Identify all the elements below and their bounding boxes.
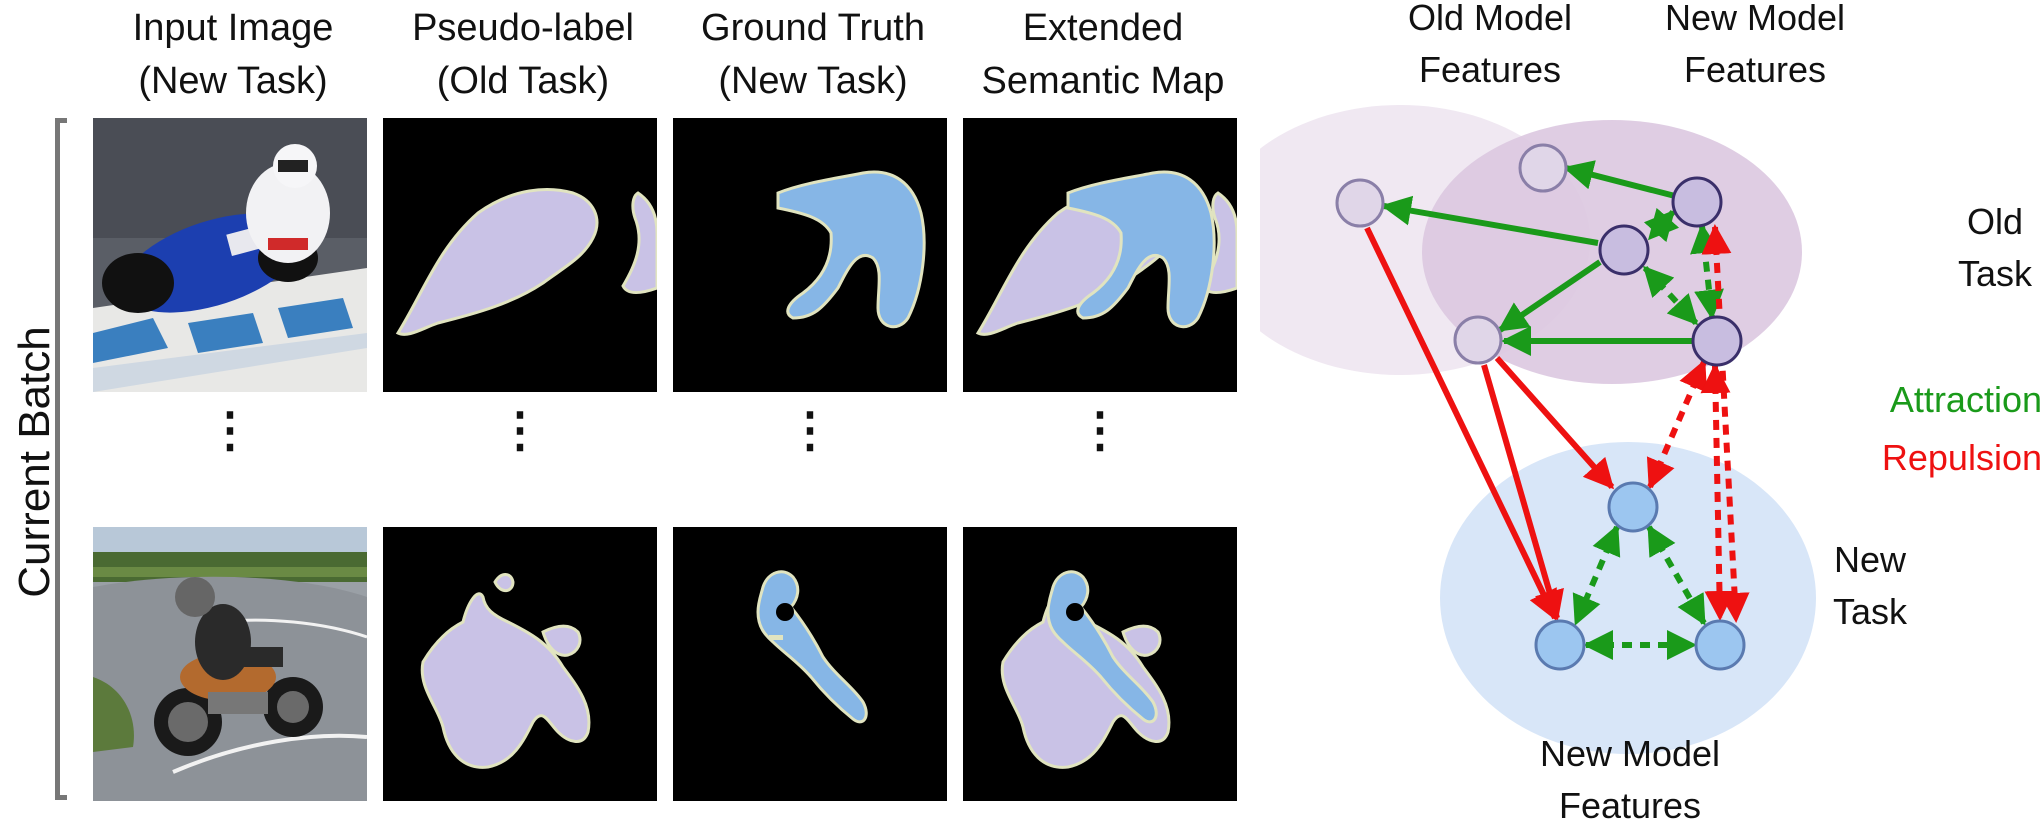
repulsion-arrow-dotted-n-topright-to-b3 <box>1701 224 1750 623</box>
column-header-pseudo-label: Pseudo-label (Old Task) <box>383 2 663 108</box>
new-model-node-old-task-3 <box>1691 315 1743 367</box>
input-image-motorbike-road <box>93 527 367 801</box>
extended-semantic-map-2 <box>963 527 1237 801</box>
new-model-node-new-task-1 <box>1607 481 1659 533</box>
old-model-node-2 <box>1518 143 1568 193</box>
diagram-overlay <box>1260 0 2042 825</box>
label-old-model-features: Old Model Features <box>1370 0 1610 96</box>
old-model-node-1 <box>1335 178 1385 228</box>
repulsion-arrow-o3-b2 <box>1481 364 1564 621</box>
repulsion-arrow-o1-b2 <box>1364 226 1558 621</box>
attraction-arrow-solid-n1-o2 <box>1563 160 1676 199</box>
label-line: Old Model <box>1407 0 1573 38</box>
label-line: Features <box>1558 785 1702 826</box>
label-line: Task <box>1957 253 2033 294</box>
label-line: Features <box>1683 49 1827 90</box>
attraction-arrow-solid-n2-o1 <box>1381 195 1599 246</box>
ellipsis-col-3: ⋮ <box>786 404 834 457</box>
label-line: New Model <box>1539 733 1721 774</box>
repulsion-arrow-o3-b1 <box>1494 356 1615 490</box>
header-line: (Old Task) <box>436 60 610 102</box>
ellipsis-col-2: ⋮ <box>496 404 544 457</box>
attraction-arrow-dotted-n1-n2 <box>1643 207 1680 243</box>
attraction-arrow-dotted-b1-b3 <box>1646 524 1707 626</box>
header-line: Semantic Map <box>981 60 1225 102</box>
legend-repulsion: Repulsion <box>1881 437 2042 478</box>
label-new-model-features-top: New Model Features <box>1630 0 1880 96</box>
label-line: Features <box>1418 49 1562 90</box>
legend-attraction: Attraction <box>1889 379 2042 420</box>
new-model-node-new-task-3 <box>1694 619 1746 671</box>
current-batch-label: Current Batch <box>10 326 59 598</box>
pseudo-label-map-2 <box>383 527 657 801</box>
old-model-node-3 <box>1453 315 1503 365</box>
label-old-task: Old Task <box>1950 196 2040 300</box>
label-line: Task <box>1832 591 1908 632</box>
attraction-arrow-dotted-n2-n3 <box>1642 265 1699 326</box>
new-model-node-new-task-2 <box>1534 619 1586 671</box>
extended-semantic-map-1 <box>963 118 1237 392</box>
ground-truth-map-2 <box>673 527 947 801</box>
label-line: Old <box>1966 201 2024 242</box>
header-line: (New Task) <box>138 60 328 102</box>
batch-bracket <box>55 118 67 800</box>
pseudo-label-map-1 <box>383 118 657 392</box>
label-new-task: New Task <box>1820 534 1920 638</box>
repulsion-arrow-dotted-n3-b1 <box>1646 359 1708 490</box>
column-header-extended-semantic-map: Extended Semantic Map <box>963 2 1243 108</box>
label-line: New <box>1833 539 1907 580</box>
new-model-node-old-task-1 <box>1671 176 1723 228</box>
column-header-input-image: Input Image (New Task) <box>93 2 373 108</box>
column-header-ground-truth: Ground Truth (New Task) <box>673 2 953 108</box>
header-line: (New Task) <box>718 60 908 102</box>
input-image-motorbike-blue <box>93 118 367 392</box>
header-line: Input Image <box>132 7 334 49</box>
attraction-arrow-solid-n2-o3 <box>1497 259 1602 333</box>
header-line: Pseudo-label <box>412 7 634 49</box>
header-line: Ground Truth <box>701 7 925 49</box>
label-new-model-features-bottom: New Model Features <box>1505 728 1755 832</box>
ground-truth-map-1 <box>673 118 947 392</box>
new-model-node-old-task-2 <box>1598 224 1650 276</box>
header-line: Extended <box>1022 7 1184 49</box>
label-line: New Model <box>1664 0 1846 38</box>
ellipsis-col-4: ⋮ <box>1076 404 1124 457</box>
ellipsis-col-1: ⋮ <box>206 404 254 457</box>
